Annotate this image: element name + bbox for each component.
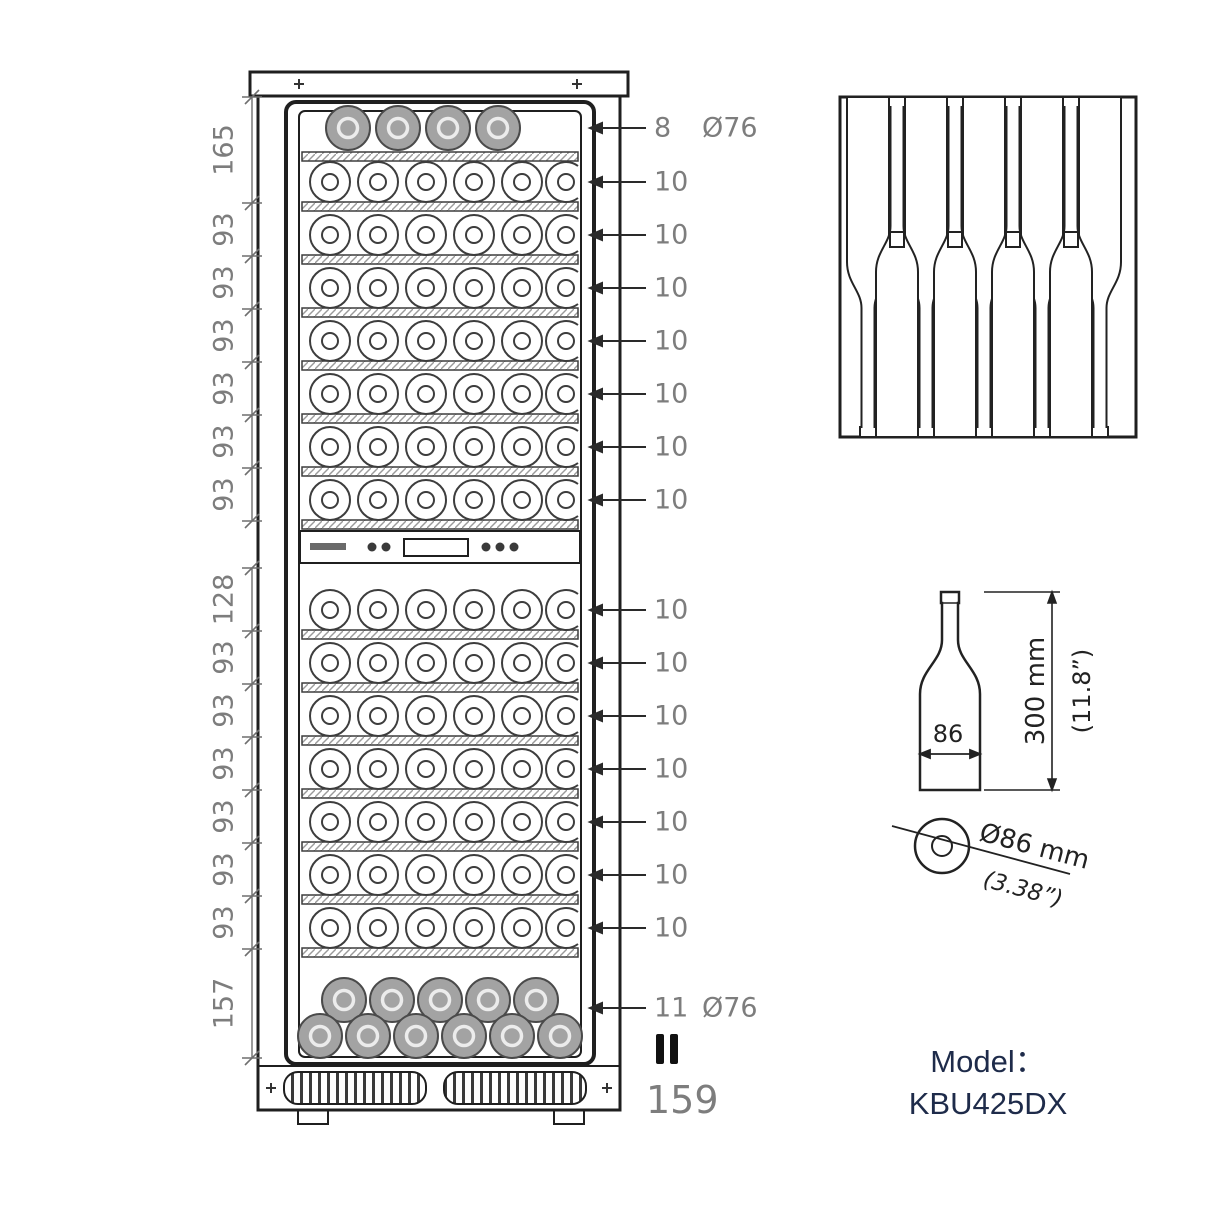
bottle-profile — [918, 590, 982, 792]
left-dim-label: 93 — [209, 265, 240, 299]
bottle-dia-label: Ø76 — [702, 113, 758, 144]
row-count-label: 8 — [654, 113, 671, 144]
cabinet-body — [256, 94, 622, 1112]
bottle-dia-label: Ø76 — [702, 993, 758, 1024]
left-dim-label: 93 — [209, 852, 240, 886]
control-panel — [299, 530, 581, 564]
top-standing-bottle-row — [301, 104, 579, 162]
row-count-label: 10 — [654, 432, 688, 463]
left-dim-label: 93 — [209, 477, 240, 511]
left-dim-label: 93 — [209, 424, 240, 458]
height-dimension — [984, 589, 1060, 793]
left-dim-label: 93 — [209, 799, 240, 833]
width-dimension — [917, 748, 983, 760]
row-count-label: 11 — [654, 993, 688, 1024]
row-count-label: 10 — [654, 648, 688, 679]
vent-grille-right — [443, 1071, 587, 1105]
row-count-label: 10 — [654, 701, 688, 732]
left-dim-label: 93 — [209, 905, 240, 939]
row-count-leaders: 8 Ø76 10 10 10 10 10 10 10 10 10 10 10 1… — [587, 113, 758, 1122]
left-dim-label: 128 — [209, 574, 240, 626]
row-count-label: 10 — [654, 220, 688, 251]
panel-display — [403, 538, 469, 557]
rack-detail-view — [838, 95, 1138, 439]
bottom-shelf-rows — [302, 590, 578, 957]
left-dim-label: 165 — [209, 124, 240, 176]
width-dim-label: 86 — [933, 720, 964, 748]
panel-button — [509, 542, 519, 552]
height-dim-inches-label: (11.8”) — [1068, 649, 1096, 734]
panel-button — [481, 542, 491, 552]
bottle-bottom-view: Ø86 mm (3.38”) — [891, 817, 1093, 913]
left-dim-label: 93 — [209, 371, 240, 405]
left-dim-label: 93 — [209, 640, 240, 674]
left-dim-label: 93 — [209, 693, 240, 727]
left-dim-label: 93 — [209, 318, 240, 352]
cabinet-front-view — [248, 70, 630, 1125]
diameter-inches-label: (3.38”) — [980, 867, 1065, 913]
dimension-ticks — [242, 89, 262, 1066]
left-dim-label: 93 — [209, 746, 240, 780]
diameter-leader-line — [891, 825, 1071, 875]
cabinet-foot-left — [297, 1109, 329, 1125]
row-count-label: 10 — [654, 273, 688, 304]
cabinet-foot-right — [553, 1109, 585, 1125]
model-label: Model： — [930, 1044, 1045, 1079]
screw-marks-top — [294, 79, 582, 89]
left-dim-label: 93 — [209, 212, 240, 246]
row-count-label: 10 — [654, 167, 688, 198]
brand-logo — [310, 543, 346, 550]
vent-grille-left — [283, 1071, 427, 1105]
row-count-label: 10 — [654, 595, 688, 626]
model-block: Model： KBU425DX — [909, 1044, 1068, 1121]
row-count-label: 10 — [654, 807, 688, 838]
total-count-icon — [670, 1034, 678, 1064]
door-outer-frame — [284, 100, 596, 1066]
diameter-label: Ø86 mm — [976, 818, 1092, 876]
screw-marks-base — [266, 1083, 612, 1093]
height-dim-label: 300 mm — [1021, 637, 1051, 746]
row-count-label: 10 — [654, 379, 688, 410]
panel-button — [381, 542, 391, 552]
panel-button — [367, 542, 377, 552]
row-count-label: 10 — [654, 913, 688, 944]
bottle-dimension-view: 86 300 mm (11.8”) — [917, 589, 1096, 793]
model-value: KBU425DX — [909, 1086, 1068, 1121]
row-count-label: 10 — [654, 860, 688, 891]
left-dim-label: 157 — [209, 978, 240, 1030]
row-count-label: 10 — [654, 326, 688, 357]
rack-clips — [889, 231, 1079, 248]
dimension-chain-left: 165 93 93 93 93 93 93 128 93 93 93 93 93… — [209, 89, 262, 1066]
total-count-icon — [656, 1034, 664, 1064]
panel-button — [495, 542, 505, 552]
row-count-label: 10 — [654, 485, 688, 516]
total-count-label: 159 — [646, 1078, 719, 1122]
top-shelf-rows — [302, 162, 578, 529]
row-count-label: 10 — [654, 754, 688, 785]
cabinet-top-plate — [248, 70, 630, 98]
bottom-bulk-stack — [296, 976, 584, 1060]
